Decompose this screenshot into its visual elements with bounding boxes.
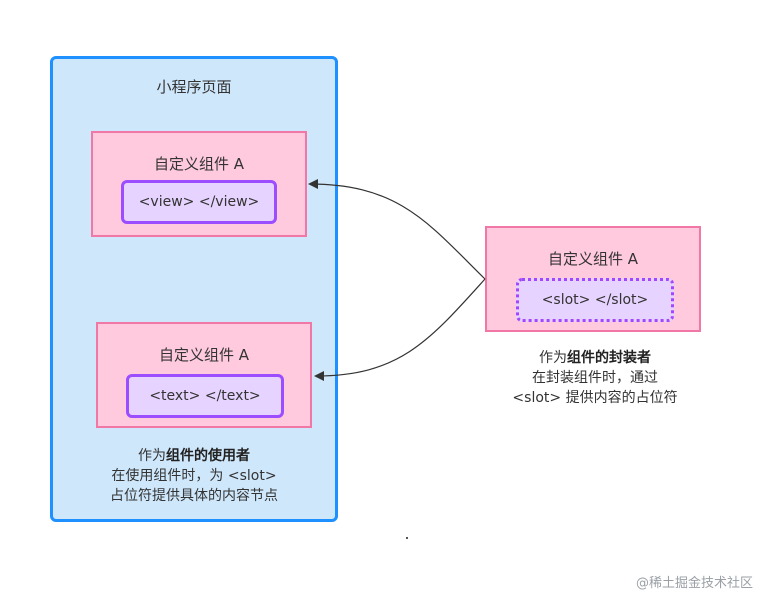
component-a-view-box: 自定义组件 A <view> </view> — [91, 131, 307, 237]
arrow-to-text-component — [314, 278, 486, 381]
component-a-definition-title: 自定义组件 A — [547, 250, 639, 268]
component-a-definition-box: 自定义组件 A <slot> </slot> — [485, 226, 701, 332]
component-user-caption: 作为组件的使用者 在使用组件时，为 <slot> 占位符提供具体的内容节点 — [60, 446, 328, 506]
text-node-box: <text> </text> — [126, 374, 284, 418]
component-a-view-title: 自定义组件 A — [153, 155, 245, 173]
stray-dot — [406, 537, 408, 539]
component-user-caption-line2: 在使用组件时，为 <slot> — [111, 468, 277, 484]
component-a-text-title: 自定义组件 A — [158, 346, 250, 364]
component-author-caption-line3: <slot> 提供内容的占位符 — [512, 390, 678, 406]
watermark-text: @稀土掘金技术社区 — [635, 576, 753, 591]
view-node-label: <view> </view> — [138, 194, 260, 210]
component-a-text-box: 自定义组件 A <text> </text> — [96, 322, 312, 428]
view-node-box: <view> </view> — [121, 180, 277, 224]
component-author-caption-line1: 作为组件的封装者 — [539, 350, 651, 366]
component-user-caption-line3: 占位符提供具体的内容节点 — [110, 488, 278, 504]
component-author-caption-line2: 在封装组件时，通过 — [532, 370, 658, 386]
slot-node-box: <slot> </slot> — [516, 278, 674, 322]
component-author-caption: 作为组件的封装者 在封装组件时，通过 <slot> 提供内容的占位符 — [470, 348, 720, 408]
text-node-label: <text> </text> — [149, 388, 261, 404]
mini-program-page-title: 小程序页面 — [156, 78, 232, 96]
component-user-caption-line1: 作为组件的使用者 — [138, 448, 250, 464]
slot-node-label: <slot> </slot> — [541, 292, 649, 308]
